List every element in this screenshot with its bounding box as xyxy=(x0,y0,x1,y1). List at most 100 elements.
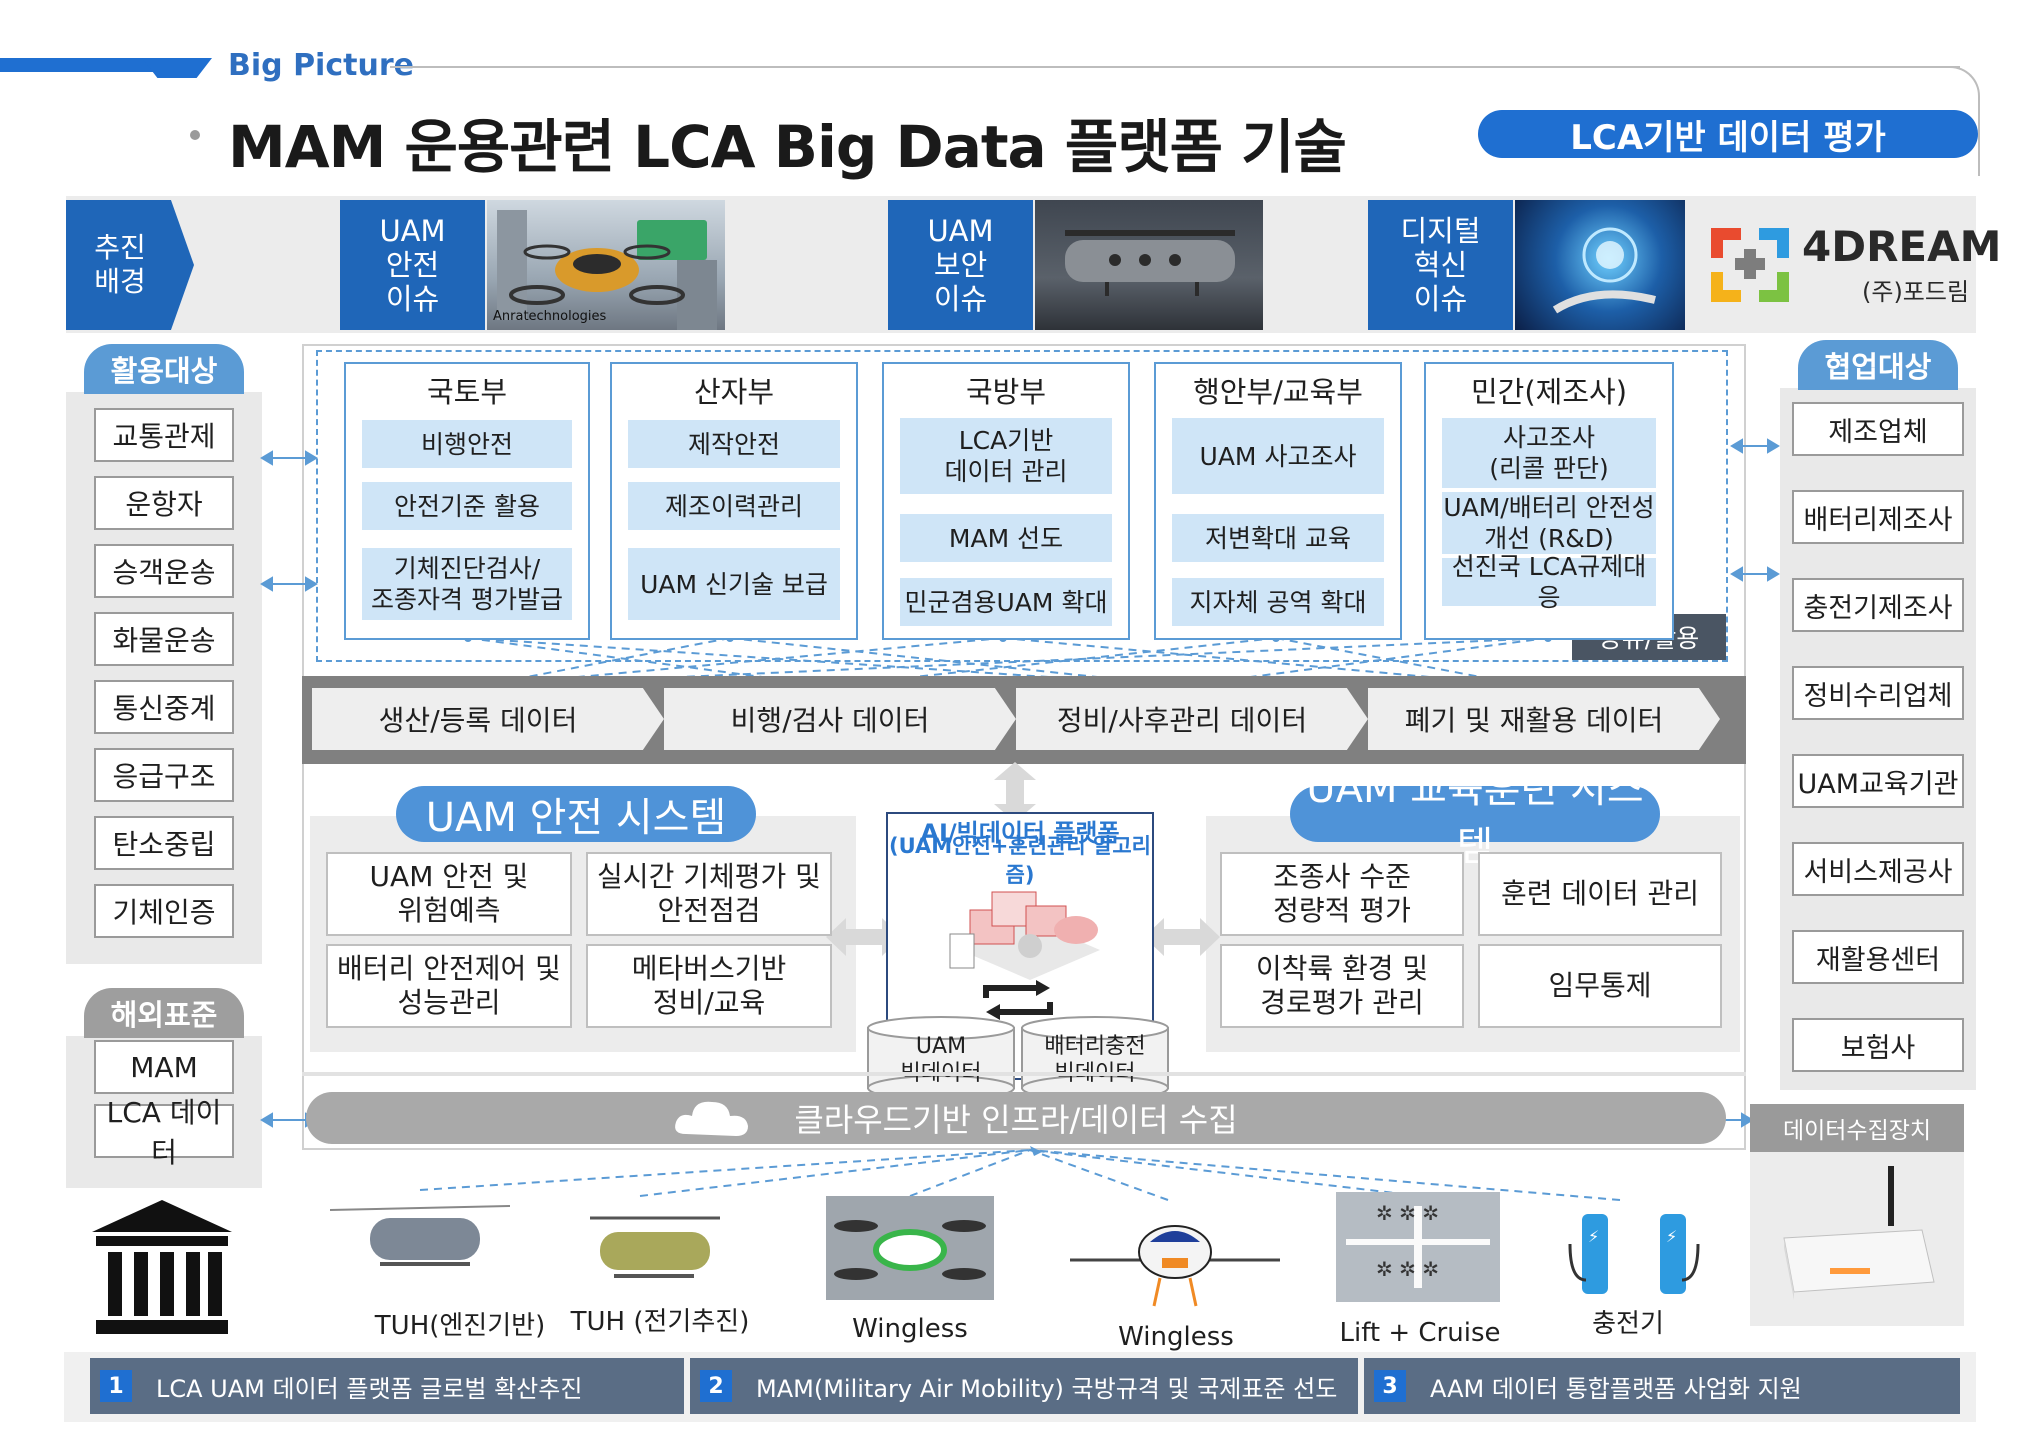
overseas-standards-title: 해외표준 xyxy=(84,988,244,1038)
collector-title: 데이터수집장치 xyxy=(1750,1104,1964,1152)
ministry-item: 비행안전 xyxy=(362,420,572,468)
safety-system-item: 배터리 안전제어 및 성능관리 xyxy=(326,944,572,1028)
5g-hand-illustration xyxy=(1552,227,1656,314)
cooperation-targets-title: 협업대상 xyxy=(1798,340,1958,390)
usage-target-item: 교통관제 xyxy=(94,408,234,462)
ministry-item: MAM 선도 xyxy=(900,514,1112,562)
usage-target-item: 승객운송 xyxy=(94,544,234,598)
footer-item-text: MAM(Military Air Mobility) 국방규격 및 국제표준 선… xyxy=(756,1374,1338,1403)
svg-text:✲ ✲ ✲: ✲ ✲ ✲ xyxy=(1376,1257,1439,1281)
cooperation-target-item: 정비수리업체 xyxy=(1792,666,1964,720)
training-system-item: 이착륙 환경 및 경로평가 관리 xyxy=(1220,944,1464,1028)
ministry-title: 행안부/교육부 xyxy=(1193,375,1363,409)
cooperation-target-item: 재활용센터 xyxy=(1792,930,1964,984)
company-subtitle: (주)포드림 xyxy=(1862,278,1970,306)
cooperation-target-item: 보험사 xyxy=(1792,1018,1964,1072)
safety-ai-arrow xyxy=(826,918,902,956)
ministry-item: 저변확대 교육 xyxy=(1172,514,1384,562)
ministries-dashed-frame xyxy=(316,350,1728,662)
footer-item: 3 AAM 데이터 통합플랫폼 사업화 지원 xyxy=(1364,1358,1960,1414)
vertical-exchange-arrow xyxy=(994,762,1036,822)
training-system-item: 임무통제 xyxy=(1478,944,1722,1028)
ministry-item: 제작안전 xyxy=(628,420,840,468)
vehicle-label-tuh-electric: TUH (전기추진) xyxy=(570,1306,750,1337)
safety-system-title: UAM 안전 시스템 xyxy=(396,786,756,842)
issue-security: UAM 보안 이슈 xyxy=(888,200,1033,330)
issue-safety: UAM 안전 이슈 xyxy=(340,200,485,330)
ai-platform-title: AI/빅데이터 플랫폼 xyxy=(920,818,1120,847)
drone-taxi-photo: Anratechnologies xyxy=(487,200,725,330)
4dream-logo-mark xyxy=(1711,228,1789,302)
footer-item-number: 2 xyxy=(700,1370,732,1402)
photo-caption: Anratechnologies xyxy=(493,309,607,324)
cooperation-target-item: 배터리제조사 xyxy=(1792,490,1964,544)
sync-icon xyxy=(983,980,1053,1020)
vehicle-label-charger: 충전기 xyxy=(1592,1308,1664,1339)
ehang-illustration xyxy=(1070,1225,1280,1307)
ministry-title: 민간(제조사) xyxy=(1470,375,1628,409)
footer-item-number: 3 xyxy=(1374,1370,1406,1402)
vehicle-label-tuh-engine: TUH(엔진기반) xyxy=(374,1310,546,1341)
ministry-item: 제조이력관리 xyxy=(628,482,840,530)
safety-system-item: UAM 안전 및 위험예측 xyxy=(326,852,572,936)
cooperation-target-item: 제조업체 xyxy=(1792,402,1964,456)
cloud-infra-label: 클라우드기반 인프라/데이터 수집 xyxy=(794,1101,1238,1139)
ministry-title: 국토부 xyxy=(426,375,508,409)
cooperation-target-item: 충전기제조사 xyxy=(1792,578,1964,632)
helicopter-illustration xyxy=(1065,230,1235,296)
safety-system-item: 메타버스기반 정비/교육 xyxy=(586,944,832,1028)
cooperation-target-item: UAM교육기관 xyxy=(1792,754,1964,808)
ministry-item: LCA기반 데이터 관리 xyxy=(900,418,1112,494)
tuh-engine-illustration xyxy=(330,1205,510,1266)
header-line xyxy=(390,66,1960,68)
company-name: 4DREAM xyxy=(1802,222,2002,271)
tuh-electric-illustration xyxy=(590,1216,720,1278)
vehicle-label-lift-cruise: Lift + Cruise xyxy=(1339,1318,1501,1348)
helicopter-sensor-photo xyxy=(1035,200,1263,330)
company-logo xyxy=(1705,222,1795,308)
training-system-item: 훈련 데이터 관리 xyxy=(1478,852,1722,936)
usage-target-item: 통신중계 xyxy=(94,680,234,734)
ai-training-arrow xyxy=(1144,918,1220,956)
charger-illustration: ⚡ ⚡ xyxy=(1568,1214,1700,1294)
svg-text:⚡: ⚡ xyxy=(1666,1227,1677,1246)
uam-bigdata-db: UAM 빅데이터 xyxy=(866,1016,1016,1101)
ministry-item: 민군겸용UAM 확대 xyxy=(900,578,1112,626)
usage-target-item: 응급구조 xyxy=(94,748,234,802)
divider-line xyxy=(302,1072,1746,1076)
usage-target-item: 기체인증 xyxy=(94,884,234,938)
usage-target-item: 운항자 xyxy=(94,476,234,530)
footer-item: 2 MAM(Military Air Mobility) 국방규격 및 국제표준 … xyxy=(690,1358,1358,1414)
issue-digital-label: 디지털 혁신 이슈 xyxy=(1400,214,1481,316)
ministry-item: 선진국 LCA규제대응 xyxy=(1442,552,1656,612)
ministry-item: UAM 신기술 보급 xyxy=(628,548,840,620)
wingless-drone-photo xyxy=(826,1196,994,1300)
background-label: 추진 배경 xyxy=(66,200,194,330)
training-system-item: 조종사 수준 정량적 평가 xyxy=(1220,852,1464,936)
ministry-title: 국방부 xyxy=(965,375,1047,409)
lift-cruise-photo: ✲ ✲ ✲ ✲ ✲ ✲ xyxy=(1336,1192,1500,1302)
cooperation-target-item: 서비스제공사 xyxy=(1792,842,1964,896)
safety-system-item: 실시간 기체평가 및 안전점검 xyxy=(586,852,832,936)
svg-text:⚡: ⚡ xyxy=(1588,1227,1599,1246)
header-line-curve xyxy=(1940,66,1980,176)
battery-bigdata-db: 배터리충전 빅데이터 xyxy=(1020,1016,1170,1101)
usage-target-item: 화물운송 xyxy=(94,612,234,666)
government-building-icon xyxy=(92,1200,232,1334)
wingless-drone-illustration xyxy=(834,1220,986,1280)
process-step: 정비/사후관리 데이터 xyxy=(1016,688,1368,750)
ministry-item: UAM/배터리 안전성 개선 (R&D) xyxy=(1442,492,1656,554)
usage-targets-title: 활용대상 xyxy=(84,344,244,394)
drone-taxi-illustration xyxy=(497,210,717,330)
header-accent-bar-2 xyxy=(142,58,212,78)
ai-platform-illustration xyxy=(949,891,1100,980)
vehicle-label-wingless-1: Wingless xyxy=(852,1314,968,1344)
overseas-standard-item: MAM xyxy=(94,1040,234,1094)
issue-security-label: UAM 보안 이슈 xyxy=(927,214,994,316)
footer-item-text: AAM 데이터 통합플랫폼 사업화 지원 xyxy=(1430,1374,1802,1403)
collector-device-illustration xyxy=(1783,1166,1935,1300)
usage-target-item: 탄소중립 xyxy=(94,816,234,870)
footer-item-number: 1 xyxy=(100,1370,132,1402)
